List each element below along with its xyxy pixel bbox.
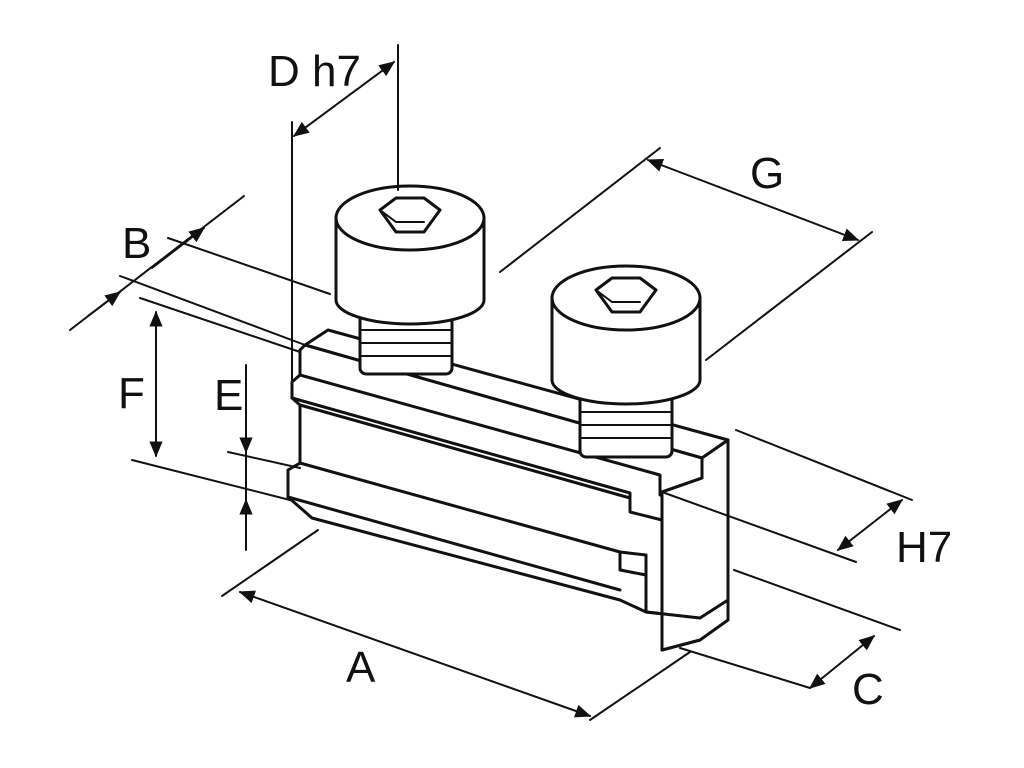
ext-g-right <box>705 231 873 361</box>
dim-a-arrow <box>238 590 592 718</box>
ext-g-left <box>499 147 661 273</box>
ext-b-bottom <box>119 275 306 346</box>
ext-b-top <box>167 237 331 295</box>
dim-h-arrow <box>836 499 904 551</box>
ext-c-bottom <box>679 647 811 689</box>
dim-g-arrow <box>646 158 860 242</box>
dim-c-arrow <box>808 635 876 689</box>
ext-f-bottom <box>131 459 291 501</box>
dim-d-arrow <box>292 61 396 137</box>
ext-h-top <box>735 429 913 501</box>
dim-b-arrow-top <box>151 227 206 269</box>
ext-e-top <box>227 451 301 469</box>
hex-socket-left-icon <box>378 196 442 234</box>
dimension-lines <box>69 44 913 721</box>
ext-c-top <box>733 569 901 631</box>
ext-a-left <box>221 529 319 597</box>
upper-ridge <box>298 373 662 497</box>
slot-upper-edge <box>298 403 632 500</box>
dimension-labels: D h7 G B F E A H7 C <box>118 47 952 714</box>
ext-h-bottom <box>661 491 857 563</box>
ext-a-right <box>589 651 691 721</box>
label-a: A <box>346 643 376 692</box>
bottom-chamfer <box>644 610 702 620</box>
upper-ridge-lower <box>290 396 664 522</box>
hex-socket-right-icon <box>594 276 658 314</box>
tongue-top <box>298 461 648 577</box>
end-chamfer-top <box>660 476 704 494</box>
label-h: H7 <box>896 523 952 572</box>
dim-b-arrow-bottom <box>87 291 122 317</box>
ext-f-top <box>139 297 301 353</box>
label-d: D h7 <box>268 47 361 96</box>
screw-left <box>334 184 486 376</box>
screw-right <box>550 264 702 459</box>
tongue-bottom <box>286 495 622 592</box>
label-g: G <box>750 149 784 198</box>
label-c: C <box>852 665 884 714</box>
tongue-edge <box>618 550 648 557</box>
label-e: E <box>214 371 243 420</box>
label-f: F <box>118 369 145 418</box>
label-b: B <box>122 219 151 268</box>
end-chamfer-bottom <box>698 598 730 620</box>
